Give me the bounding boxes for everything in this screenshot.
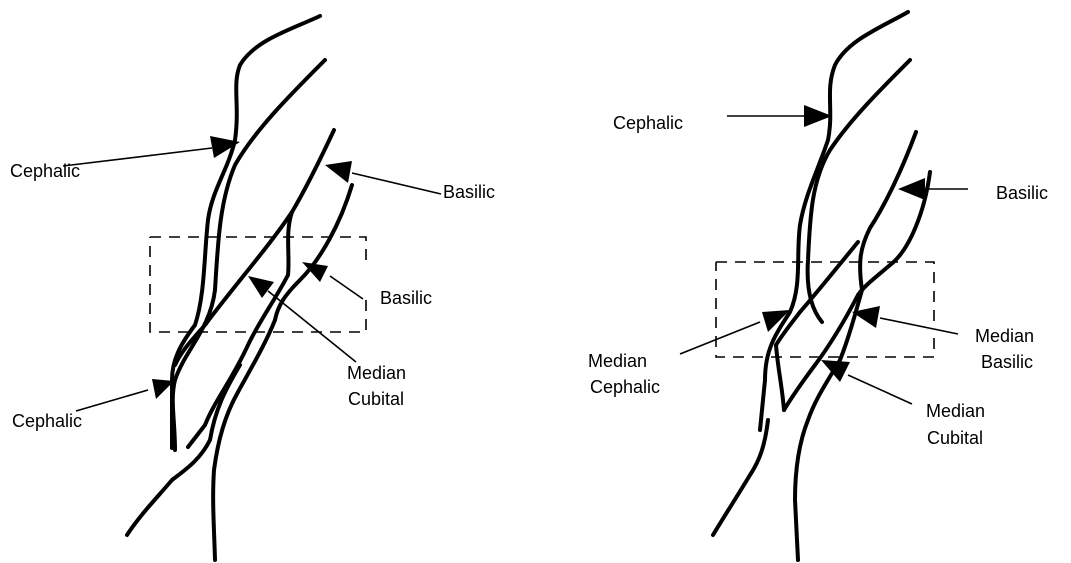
right-basilic-arrowhead [898,178,925,200]
right-median-forearm-vein [776,345,784,410]
left-label-cephalic-upper: Cephalic [10,161,80,181]
left-label-cephalic-lower: Cephalic [12,411,82,431]
left-lateral-vein [173,60,325,450]
right-median-basilic-vein [795,290,862,560]
left-diagram: Cephalic Basilic Basilic Median Cubital … [10,16,495,560]
left-medial-forearm-vein [188,275,288,447]
right-label-basilic: Basilic [996,183,1048,203]
left-label-basilic-lower: Basilic [380,288,432,308]
right-label-cephalic: Cephalic [613,113,683,133]
right-label-median-cephalic-line2: Cephalic [590,377,660,397]
right-cephalic-forearm-vein [713,420,768,535]
right-diagram: Cephalic Basilic Median Cephalic Median … [588,12,1048,560]
left-label-median-cubital-line1: Median [347,363,406,383]
right-dashed-region [716,262,934,357]
right-label-median-basilic-line1: Median [975,326,1034,346]
right-label-median-cubital-line1: Median [926,401,985,421]
right-label-median-cubital-line2: Cubital [927,428,983,448]
left-median-cubital-vein [175,212,292,365]
right-cephalic-arrowhead [804,105,832,127]
left-cephalic-vein [172,16,320,448]
left-basilic-upper-arrowhead [325,161,352,183]
right-label-median-basilic-line2: Basilic [981,352,1033,372]
left-basilic-vein [288,130,334,275]
left-label-basilic-upper: Basilic [443,182,495,202]
right-median-cephalic-vein [776,242,858,345]
left-label-median-cubital-line2: Cubital [348,389,404,409]
right-label-median-cephalic-line1: Median [588,351,647,371]
left-median-cubital-arrowhead [248,276,274,298]
right-median-cubital-arrowhead [821,360,850,382]
